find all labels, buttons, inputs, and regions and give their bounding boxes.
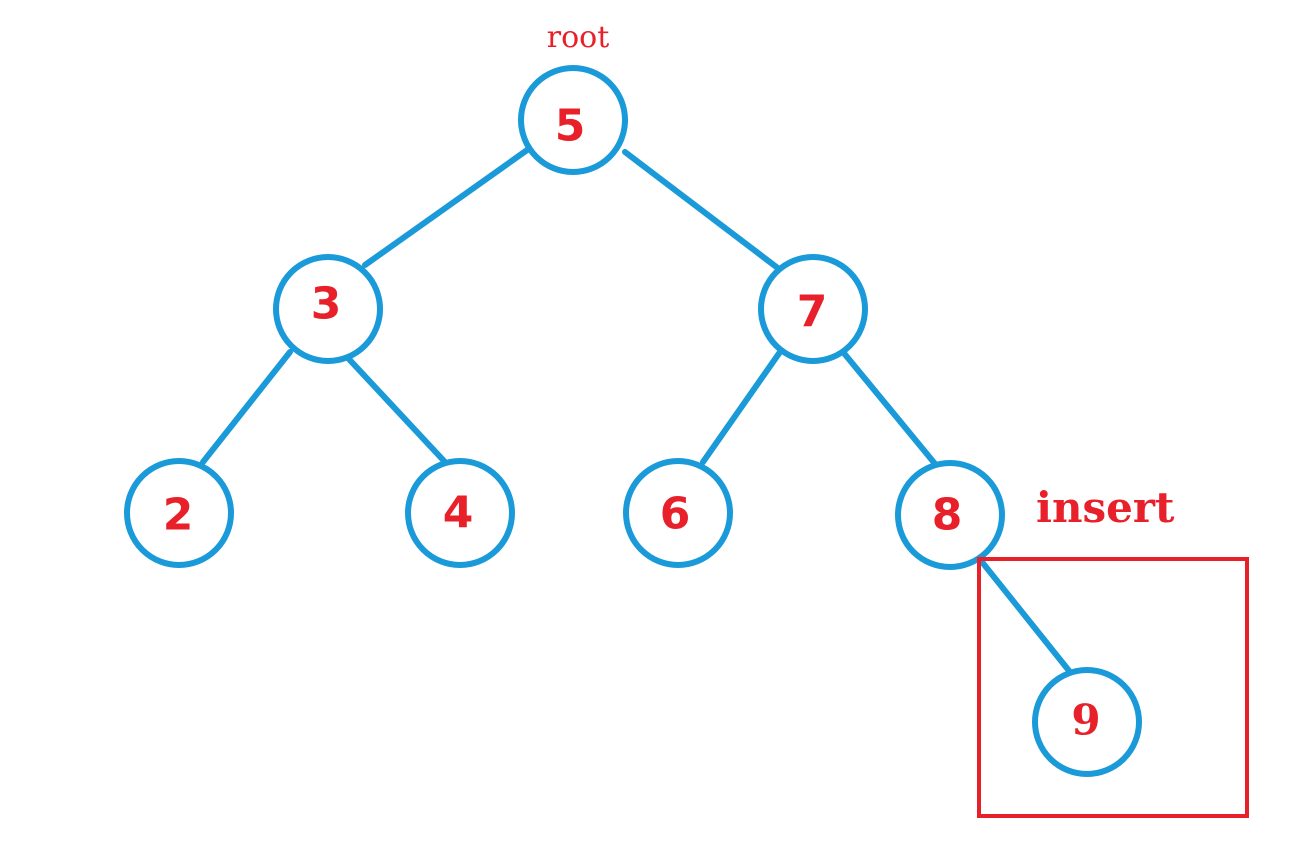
tree-node-7: 7: [758, 254, 868, 364]
node-circle: [273, 254, 383, 364]
node-value: 4: [443, 488, 474, 539]
node-value: 2: [163, 490, 194, 541]
edge-5-7: [622, 149, 786, 275]
node-value: 6: [660, 489, 691, 540]
edge-8-9: [979, 559, 1077, 680]
root-label: root: [547, 20, 610, 55]
node-circle: [1032, 667, 1142, 777]
node-value: 5: [555, 101, 586, 152]
tree-node-3: 3: [273, 254, 383, 364]
node-circle: [623, 458, 733, 568]
edge-7-8: [840, 349, 939, 468]
node-value: 7: [797, 287, 828, 338]
insert-label: insert: [1036, 483, 1175, 532]
edge-5-3: [362, 145, 533, 268]
edge-3-2: [200, 349, 293, 465]
tree-node-2: 2: [124, 458, 234, 568]
node-circle: [405, 458, 515, 568]
node-value: 3: [311, 279, 342, 330]
tree-node-9-inserted: 9: [1032, 667, 1142, 777]
tree-edges: [200, 145, 1077, 680]
edge-7-6: [700, 349, 783, 465]
node-circle: [518, 65, 628, 175]
node-circle: [895, 460, 1005, 570]
node-circle: [758, 254, 868, 364]
node-value: 9: [1071, 696, 1100, 745]
tree-node-6: 6: [623, 458, 733, 568]
node-circle: [124, 458, 234, 568]
edge-3-4: [344, 354, 448, 465]
tree-node-8: 8: [895, 460, 1005, 570]
insert-highlight-box: [977, 557, 1249, 818]
tree-node-5: 5: [518, 65, 628, 175]
tree-node-4: 4: [405, 458, 515, 568]
node-value: 8: [932, 490, 963, 541]
